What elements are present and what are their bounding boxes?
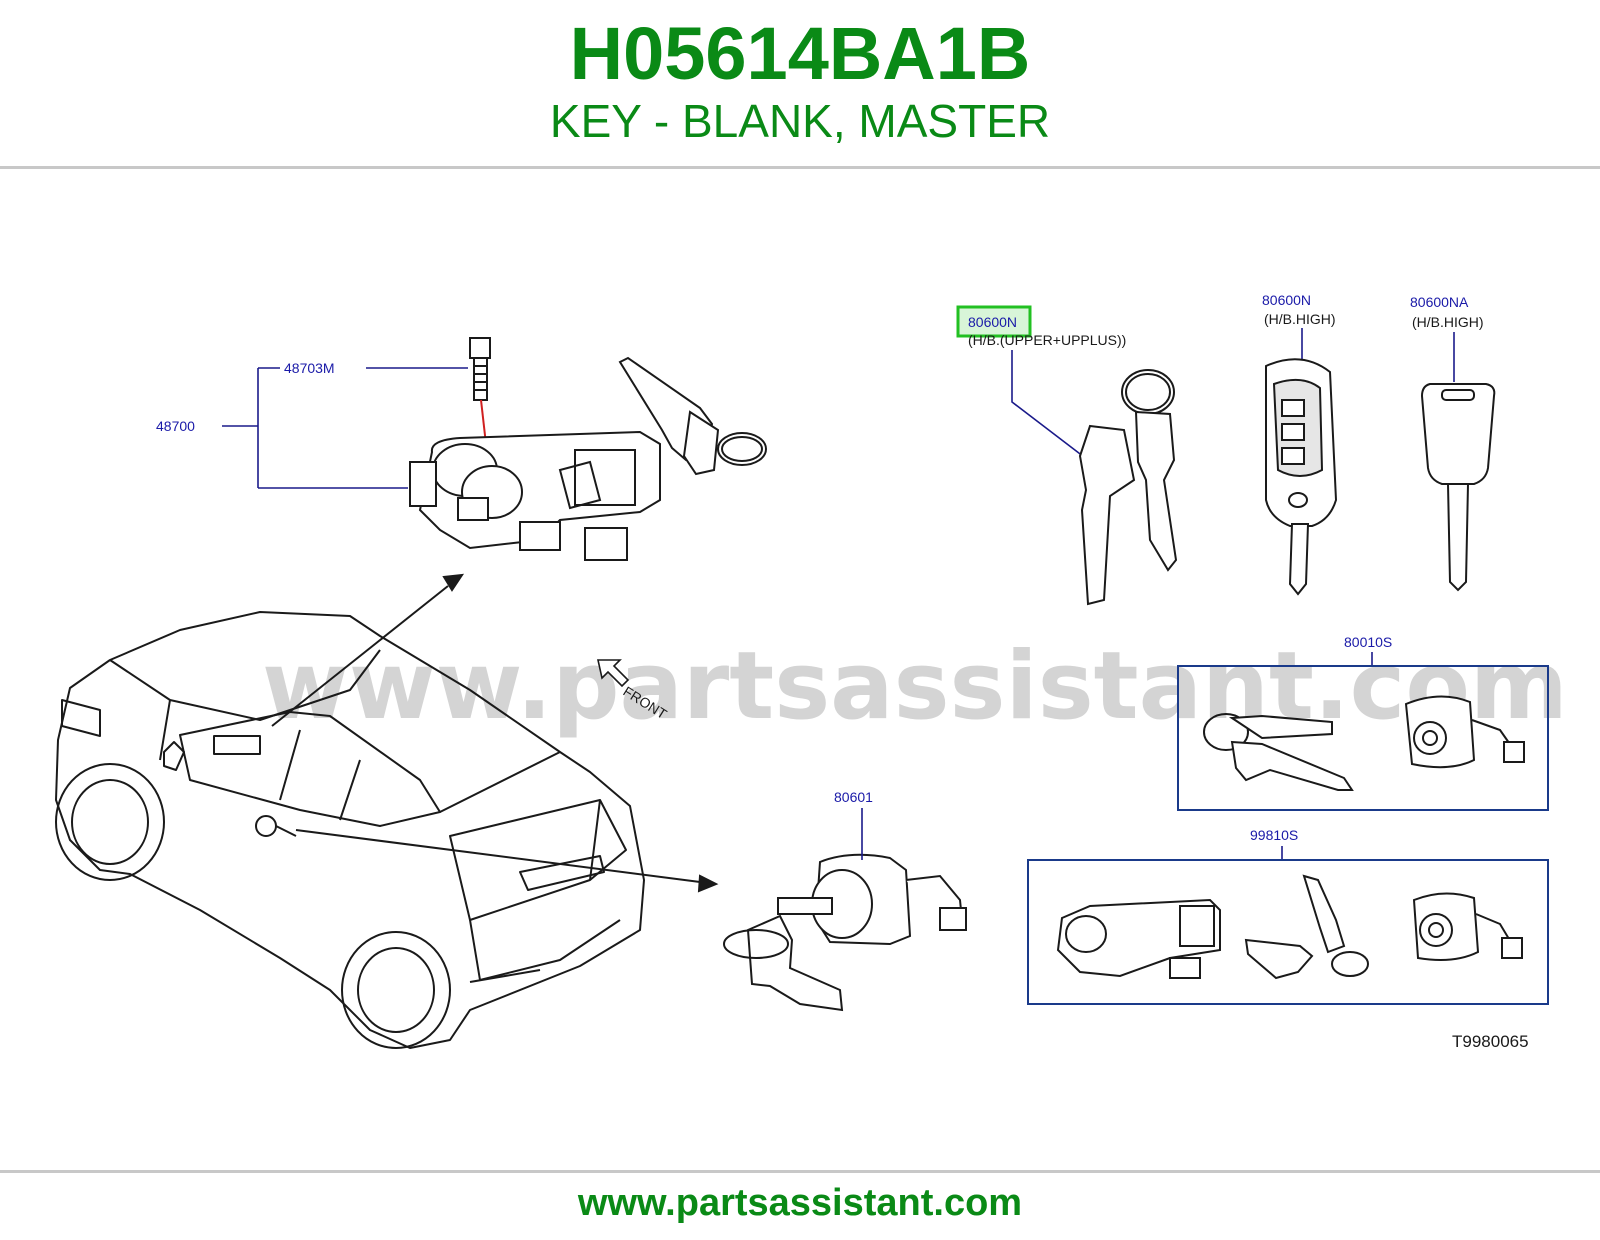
callout-80600na[interactable]: 80600NA — [1410, 294, 1469, 310]
watermark: www.partsassistant.com — [262, 632, 1568, 741]
callout-80600n-remote-note: (H/B.HIGH) — [1264, 311, 1336, 327]
vehicle-illustration — [55, 611, 645, 1049]
remote-key-fob[interactable] — [1265, 358, 1338, 596]
callout-80601[interactable]: 80601 — [834, 789, 873, 805]
key-pair[interactable] — [1078, 369, 1178, 606]
pointer-arrows — [271, 573, 719, 893]
highlight-box-80600n[interactable] — [956, 305, 1032, 338]
kit-80010s-contents — [1203, 695, 1525, 791]
part-description: KEY - BLANK, MASTER — [549, 95, 1051, 147]
drawing-number: T9980065 — [1452, 1032, 1529, 1051]
footer-divider — [0, 1170, 1600, 1173]
part-number-title: H05614BA1B — [569, 12, 1031, 95]
assembly-callout-lines — [222, 367, 468, 489]
callout-48700[interactable]: 48700 — [156, 418, 195, 434]
callout-48703m[interactable]: 48703M — [284, 360, 335, 376]
parts-diagram: www.partsassistant.com 48700 48703M — [55, 292, 1568, 1051]
callout-80600n-remote[interactable]: 80600N — [1262, 292, 1311, 308]
steering-lock-assembly[interactable] — [409, 337, 767, 561]
callout-80010s[interactable]: 80010S — [1344, 634, 1392, 650]
header-divider — [0, 166, 1600, 169]
callout-line-keyset — [1011, 350, 1089, 461]
front-direction-arrow — [597, 659, 630, 688]
kit-box-80010s[interactable] — [1177, 665, 1549, 811]
callout-80600n-keyset[interactable]: 80600N — [968, 314, 1017, 330]
callout-80600n-keyset-note: (H/B.(UPPER+UPPLUS)) — [968, 332, 1126, 348]
callout-99810s[interactable]: 99810S — [1250, 827, 1298, 843]
kit-box-99810s[interactable] — [1027, 859, 1549, 1005]
kit-99810s-contents — [1056, 874, 1523, 980]
blank-master-key[interactable] — [1420, 383, 1496, 592]
door-lock-cylinder[interactable] — [723, 853, 967, 1012]
callout-80600na-note: (H/B.HIGH) — [1412, 314, 1484, 330]
footer-url[interactable]: www.partsassistant.com — [577, 1182, 1023, 1224]
